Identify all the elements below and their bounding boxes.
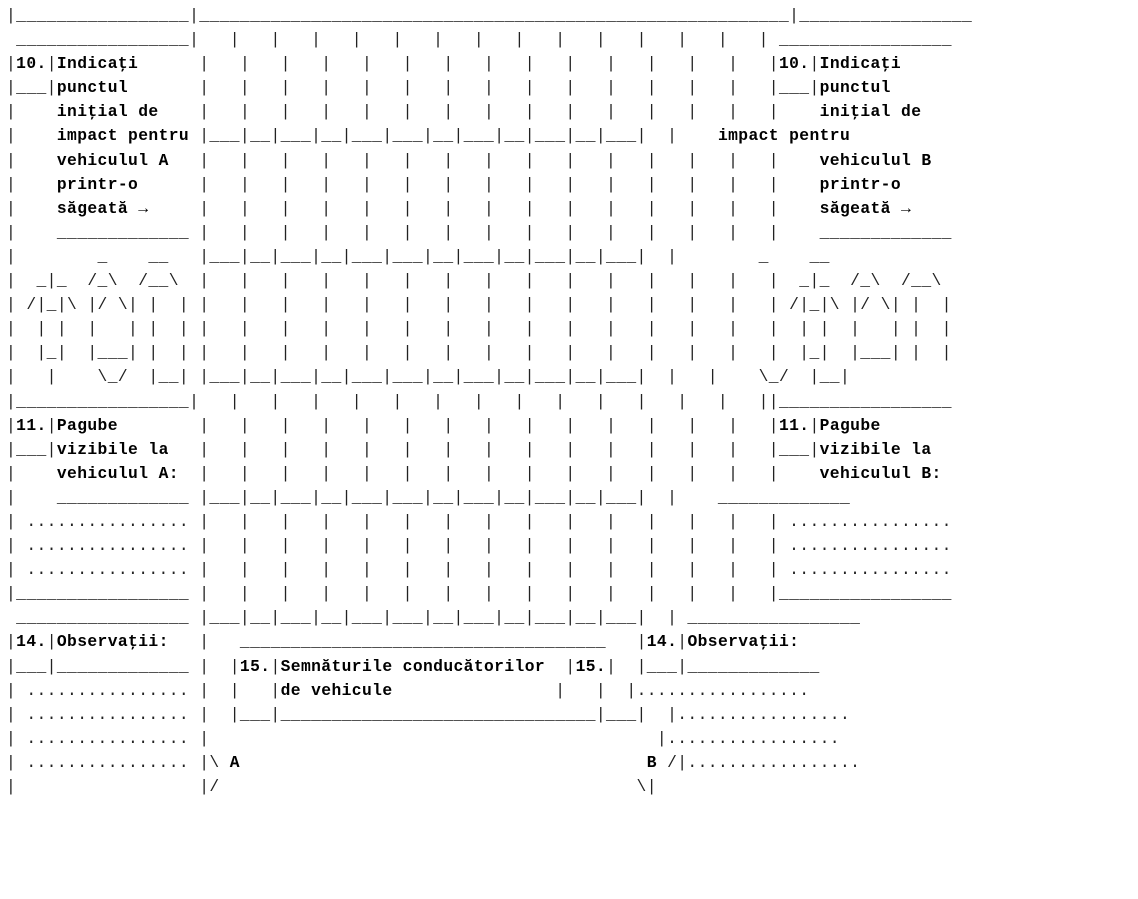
form-line-17-segment-3: Pagube xyxy=(56,415,118,435)
form-line-27-segment-3: Semnăturile conducătorilor xyxy=(280,656,546,676)
form-line-16-segment-0: |_________________| xyxy=(6,391,200,411)
form-line-2-segment-3: Indicaţi xyxy=(56,54,139,74)
form-line-0-segment-2: |_________________ xyxy=(789,6,973,25)
form-line-8-segment-1: săgeată → xyxy=(56,198,149,218)
form-line-7-segment-1: printr-o xyxy=(56,174,139,194)
form-line-13-segment-0: | | | | | | | | | | | | | | | | | | | | … xyxy=(6,319,952,339)
form-line-26-segment-4: | ____________________________________ | xyxy=(168,632,647,652)
form-line-10-segment-0: | _ __ |___|__|___|__|___|___|__|___|__|… xyxy=(6,246,830,266)
form-line-27-segment-1: 15. xyxy=(239,656,271,676)
form-line-2-segment-4: | | | | | | | | | | | | | | | xyxy=(138,54,779,74)
form-line-6-segment-3: vehiculul B xyxy=(819,150,932,170)
form-line-21-segment-0: | ................ | | | | | | | | | | |… xyxy=(6,511,952,531)
form-line-4-segment-1: iniţial de xyxy=(56,102,159,122)
form-line-19-segment-1: vehiculul A: xyxy=(56,463,179,483)
form-line-7-segment-3: printr-o xyxy=(819,174,902,194)
form-line-19-segment-3: vehiculul B: xyxy=(819,463,942,483)
form-line-17-segment-2: | xyxy=(46,415,57,435)
form-line-4-segment-2: | | | | | | | | | | | | | | | xyxy=(158,102,820,122)
form-line-0-segment-0: |_________________| xyxy=(6,6,200,25)
form-line-1-segment-0: _________________ xyxy=(6,30,190,50)
form-line-5-segment-3: impact pentru xyxy=(717,126,851,146)
form-line-8-segment-0: | xyxy=(6,198,57,218)
form-line-26-segment-1: 14. xyxy=(16,632,47,652)
ascii-form-text: |_________________|_____________________… xyxy=(6,4,972,799)
form-line-2-segment-5: 10. xyxy=(778,54,810,74)
form-line-3-segment-1: punctul xyxy=(56,78,129,98)
form-line-2-segment-6: | xyxy=(809,54,820,74)
form-line-16-segment-1: | | | | | | | | | | | | | | xyxy=(199,391,769,411)
form-line-17-segment-0: | xyxy=(6,415,17,435)
form-line-16-segment-2: |_________________ xyxy=(768,391,952,411)
form-line-18-segment-3: vizibile la xyxy=(819,439,932,459)
form-line-26-segment-0: | xyxy=(6,632,17,652)
form-line-27-segment-5: 15. xyxy=(575,656,607,676)
form-line-8-segment-3: săgeată → xyxy=(819,198,912,218)
form-line-17-segment-5: 11. xyxy=(778,415,810,435)
form-line-7-segment-0: | xyxy=(6,174,57,194)
form-line-17-segment-1: 11. xyxy=(16,415,47,435)
form-line-2-segment-7: Indicaţi xyxy=(819,54,902,74)
form-line-17-segment-6: | xyxy=(809,415,820,435)
form-line-6-segment-0: | xyxy=(6,150,57,170)
form-line-18-segment-1: vizibile la xyxy=(56,439,169,459)
form-line-24-segment-0: |_________________ | | | | | | | | | | |… xyxy=(6,584,952,604)
form-line-9-segment-0: | _____________ | | | | | | | | | | | | … xyxy=(6,222,952,242)
form-line-5-segment-2: |___|__|___|__|___|___|__|___|__|___|__|… xyxy=(189,126,718,146)
form-line-28-segment-2: | | |................. xyxy=(392,680,810,700)
form-line-15-segment-0: | | \_/ |__| |___|__|___|__|___|___|__|_… xyxy=(6,367,851,387)
form-line-32-segment-0: | |/ \| xyxy=(6,777,657,796)
form-line-31-segment-4: /|................. xyxy=(656,752,861,772)
form-line-17-segment-7: Pagube xyxy=(819,415,881,435)
form-line-2-segment-1: 10. xyxy=(16,54,47,74)
form-line-14-segment-0: | |_| |___| | | | | | | | | | | | | | | … xyxy=(6,343,952,363)
form-line-18-segment-2: | | | | | | | | | | | | | | |___| xyxy=(168,439,820,459)
form-line-6-segment-1: vehiculul A xyxy=(56,150,169,170)
form-line-0-segment-1: ________________________________________… xyxy=(199,6,790,25)
form-line-1-segment-2: _________________ xyxy=(768,30,952,50)
form-line-26-segment-2: | xyxy=(46,632,57,652)
form-line-31-segment-0: | ................ |\ xyxy=(6,752,230,772)
form-line-2-segment-2: | xyxy=(46,54,57,74)
form-line-1-segment-1: | | | | | | | | | | | | | | | xyxy=(189,30,769,50)
form-line-19-segment-0: | xyxy=(6,463,57,483)
form-line-4-segment-0: | xyxy=(6,102,57,122)
form-line-27-segment-4: | xyxy=(545,656,576,676)
form-line-28-segment-1: de vehicule xyxy=(280,680,393,700)
form-line-27-segment-6: | |___|_____________ xyxy=(606,656,820,676)
form-line-17-segment-4: | | | | | | | | | | | | | | | xyxy=(117,415,779,435)
form-line-3-segment-0: |___| xyxy=(6,78,57,98)
form-line-26-segment-7: Observaţii: xyxy=(687,632,800,652)
form-line-18-segment-0: |___| xyxy=(6,439,57,459)
form-line-25-segment-0: _________________ |___|__|___|__|___|___… xyxy=(6,608,861,628)
form-line-27-segment-2: | xyxy=(270,656,281,676)
form-line-28-segment-0: | ................ | | | xyxy=(6,680,281,700)
form-line-30-segment-0: | ................ | |................. xyxy=(6,728,840,748)
form-line-26-segment-3: Observaţii: xyxy=(56,632,169,652)
form-line-5-segment-0: | xyxy=(6,126,57,146)
form-line-6-segment-2: | | | | | | | | | | | | | | | xyxy=(168,150,820,170)
form-line-3-segment-3: punctul xyxy=(819,78,891,98)
form-line-23-segment-0: | ................ | | | | | | | | | | |… xyxy=(6,560,952,580)
form-line-8-segment-2: | | | | | | | | | | | | | | | xyxy=(148,198,820,218)
form-line-31-segment-2 xyxy=(240,753,647,772)
form-line-20-segment-0: | _____________ |___|__|___|__|___|___|_… xyxy=(6,487,851,507)
form-line-26-segment-6: | xyxy=(677,632,688,652)
form-line-12-segment-0: | /|_|\ |/ \| | | | | | | | | | | | | | … xyxy=(6,295,952,315)
form-line-11-segment-0: | _|_ /_\ /__\ | | | | | | | | | | | | |… xyxy=(6,271,942,291)
form-line-5-segment-1: impact pentru xyxy=(56,126,190,146)
form-line-22-segment-0: | ................ | | | | | | | | | | |… xyxy=(6,536,952,556)
form-line-26-segment-5: 14. xyxy=(646,632,678,652)
form-line-3-segment-2: | | | | | | | | | | | | | | |___| xyxy=(128,78,820,98)
form-line-27-segment-0: |___|_____________ | | xyxy=(6,656,240,676)
form-line-19-segment-2: | | | | | | | | | | | | | | | xyxy=(178,463,820,483)
form-line-31-segment-3: B xyxy=(646,752,657,772)
form-line-7-segment-2: | | | | | | | | | | | | | | | xyxy=(138,174,820,194)
form-line-2-segment-0: | xyxy=(6,54,17,74)
form-line-29-segment-0: | ................ | |___|______________… xyxy=(6,704,851,724)
form-line-31-segment-1: A xyxy=(229,752,240,772)
form-line-4-segment-3: iniţial de xyxy=(819,102,922,122)
